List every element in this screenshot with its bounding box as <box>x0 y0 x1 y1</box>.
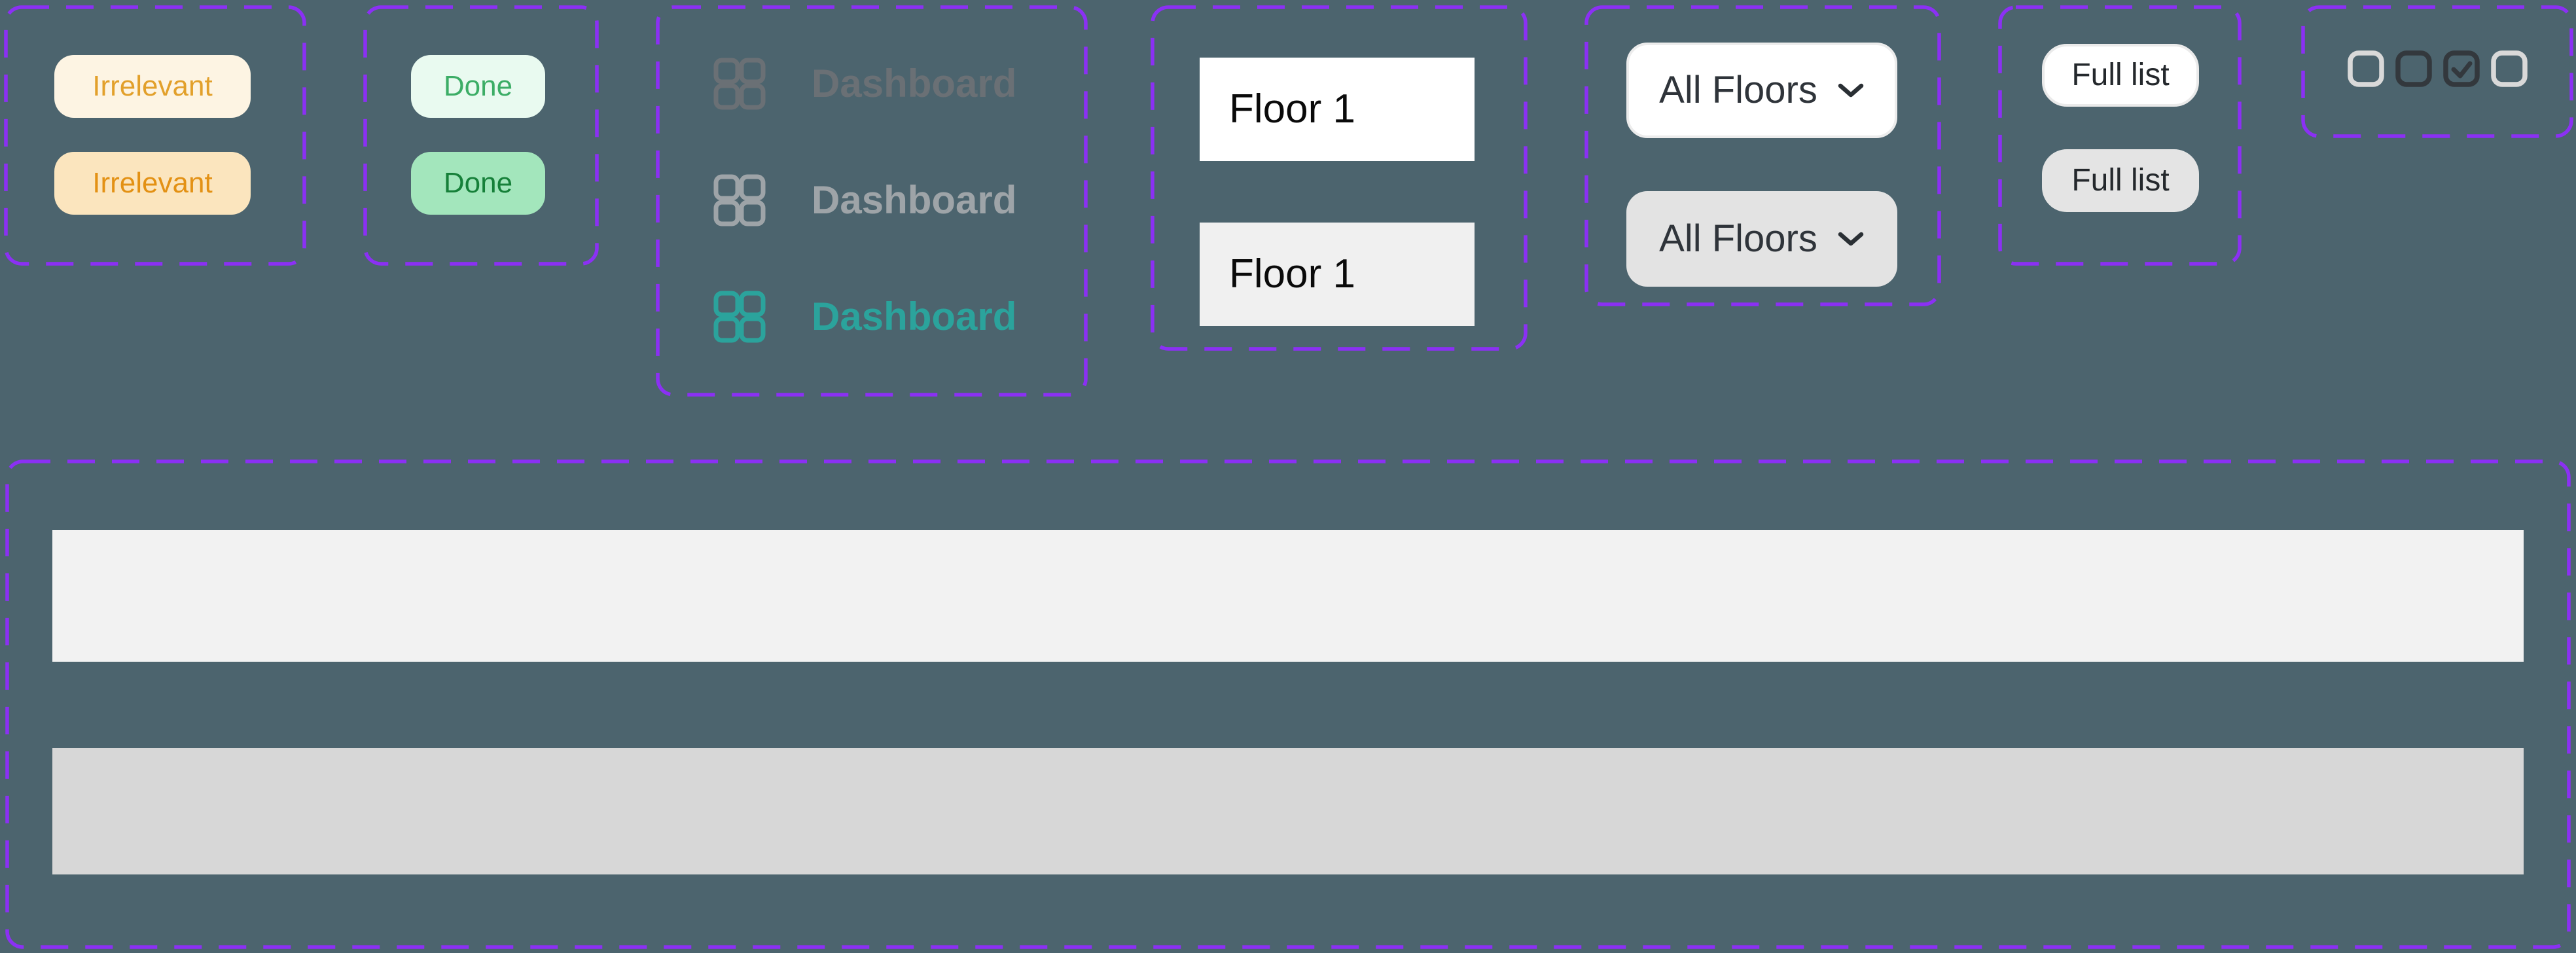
sidebar-item-dashboard[interactable]: Dashboard <box>713 58 1016 110</box>
status-badge-done: Done <box>411 152 545 215</box>
group-floor-dropdowns: All Floors All Floors <box>1584 5 1941 306</box>
checkbox-unchecked-light[interactable] <box>2348 50 2384 87</box>
checkbox-checked-dark[interactable] <box>2443 50 2480 87</box>
floor-option[interactable]: Floor 1 <box>1200 223 1475 326</box>
group-dashboard-nav: Dashboard Dashboard Dashboard <box>656 5 1088 397</box>
group-checkbox-states <box>2301 5 2573 138</box>
checkbox-unchecked-light[interactable] <box>2491 50 2528 87</box>
group-irrelevant-badges: Irrelevant Irrelevant <box>4 5 306 266</box>
sidebar-item-label: Dashboard <box>812 295 1017 338</box>
sidebar-item-dashboard-active[interactable]: Dashboard <box>713 291 1016 343</box>
chevron-down-icon <box>1838 232 1864 246</box>
status-badge-done: Done <box>411 55 545 118</box>
full-list-button[interactable]: Full list <box>2042 44 2199 107</box>
content-placeholder-row <box>52 748 2524 874</box>
dashed-group-border <box>363 5 599 266</box>
content-placeholder-row <box>52 530 2524 662</box>
chevron-down-icon <box>1838 83 1864 98</box>
sidebar-item-dashboard[interactable]: Dashboard <box>713 174 1016 226</box>
dropdown-label: All Floors <box>1659 69 1817 111</box>
dashboard-grid-icon <box>713 174 766 226</box>
checkbox-unchecked-dark[interactable] <box>2395 50 2432 87</box>
dashboard-grid-icon <box>713 58 766 110</box>
all-floors-dropdown[interactable]: All Floors <box>1626 191 1897 287</box>
group-content-placeholders <box>5 459 2571 949</box>
group-done-badges: Done Done <box>363 5 599 266</box>
dashed-group-border <box>4 5 306 266</box>
status-badge-irrelevant: Irrelevant <box>54 55 251 118</box>
group-floor-options: Floor 1 Floor 1 <box>1151 5 1528 351</box>
checkbox-row <box>2348 50 2528 87</box>
group-full-list-buttons: Full list Full list <box>1998 5 2242 266</box>
dropdown-label: All Floors <box>1659 217 1817 260</box>
sidebar-item-label: Dashboard <box>812 62 1017 105</box>
status-badge-irrelevant: Irrelevant <box>54 152 251 215</box>
all-floors-dropdown[interactable]: All Floors <box>1626 43 1897 138</box>
sidebar-item-label: Dashboard <box>812 178 1017 222</box>
floor-option[interactable]: Floor 1 <box>1200 58 1475 161</box>
full-list-button[interactable]: Full list <box>2042 149 2199 212</box>
dashboard-grid-icon <box>713 291 766 343</box>
